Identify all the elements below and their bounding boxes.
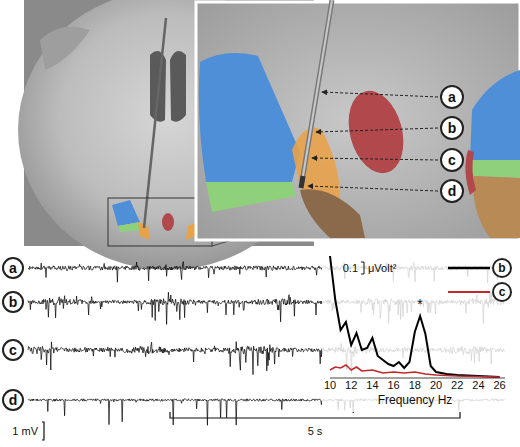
callout-circle: c xyxy=(440,148,464,172)
tick-label: 26 xyxy=(493,379,505,391)
electrode xyxy=(302,0,332,182)
voltage-scale-bar xyxy=(42,422,44,440)
scale-label: 1 mV xyxy=(12,425,38,437)
legend-circle: b xyxy=(492,258,512,278)
unit-label: μVolt² xyxy=(368,262,396,274)
spectrum-curve xyxy=(330,256,500,377)
putamen xyxy=(199,53,300,182)
legend-line xyxy=(448,291,490,293)
scale-label: 5 s xyxy=(308,425,323,437)
callout-letter: a xyxy=(448,90,456,104)
peak-marker: * xyxy=(417,296,422,312)
pallidum xyxy=(470,160,520,178)
red-nucleus xyxy=(465,150,476,195)
legend-circle: c xyxy=(492,282,512,302)
tick-label: 22 xyxy=(451,380,463,391)
callout-letter: b xyxy=(9,295,18,309)
tick-label: 10 xyxy=(324,379,336,391)
callout-letter: a xyxy=(9,261,17,275)
spectrum-inset xyxy=(322,244,520,412)
tick-label: 20 xyxy=(430,379,442,391)
substantia-nigra xyxy=(300,189,365,238)
tick-label: 16 xyxy=(387,380,399,391)
callout-circle: d xyxy=(440,179,464,203)
tick-label: 22 xyxy=(451,379,463,391)
electrode xyxy=(144,18,166,228)
axis-title: Frequency Hz xyxy=(378,393,453,407)
tick-label: 18 xyxy=(409,380,421,391)
electrode-tip xyxy=(301,176,303,188)
tick-label: 12 xyxy=(345,380,357,391)
callout-circle: a xyxy=(2,257,24,279)
tick-label: 10 xyxy=(324,380,336,391)
scale-bars xyxy=(42,412,460,440)
callout-letter: c xyxy=(9,343,17,357)
electrode-highlight xyxy=(302,0,332,182)
callout-letter: d xyxy=(9,393,18,407)
spectrum-curve xyxy=(330,365,500,377)
callout-circle: d xyxy=(2,389,24,411)
tick-label: 14 xyxy=(366,379,378,391)
legend-line xyxy=(448,267,490,270)
leader-line xyxy=(316,128,438,132)
leader-line xyxy=(322,92,438,97)
tick-label: 18 xyxy=(409,379,421,391)
putamen xyxy=(470,70,520,160)
callout-circle: b xyxy=(440,116,464,140)
scale-label: 1 mV xyxy=(12,426,38,437)
tick-label: 24 xyxy=(472,380,484,391)
axis-title: Frequency Hz xyxy=(378,394,453,406)
leader-line xyxy=(312,158,438,160)
tick-label: 14 xyxy=(366,380,378,391)
leader-line xyxy=(308,186,438,191)
scale-bracket xyxy=(361,262,364,274)
callout-circle: b xyxy=(2,291,24,313)
pallidum xyxy=(206,182,296,212)
scale-value: 0.1 xyxy=(343,263,358,274)
putamen xyxy=(112,200,140,226)
unit-label: μVolt² xyxy=(368,263,396,274)
legend-letter: c xyxy=(499,286,506,298)
substantia-nigra xyxy=(473,176,520,238)
scale-label: 5 s xyxy=(308,426,323,437)
tick-label: 26 xyxy=(493,380,505,391)
x-axis xyxy=(330,378,505,379)
callout-circle: a xyxy=(440,85,464,109)
callout-letter: c xyxy=(448,153,456,167)
callout-circle: c xyxy=(2,339,24,361)
callout-letter: b xyxy=(448,121,457,135)
callout-letter: d xyxy=(448,184,457,198)
peak-marker: * xyxy=(417,297,422,311)
tick-label: 24 xyxy=(472,379,484,391)
time-scale-bar xyxy=(170,412,460,418)
zoom-ground xyxy=(196,2,520,240)
tick-label: 16 xyxy=(387,379,399,391)
tick-label: 12 xyxy=(345,379,357,391)
inset-ground xyxy=(322,244,520,412)
legend-letter: b xyxy=(498,262,505,274)
tick-label: 20 xyxy=(430,380,442,391)
zoom-panel xyxy=(196,0,520,240)
scale-value: 0.1 xyxy=(343,262,358,274)
red-nucleus xyxy=(340,85,412,180)
red-nucleus xyxy=(162,213,174,231)
